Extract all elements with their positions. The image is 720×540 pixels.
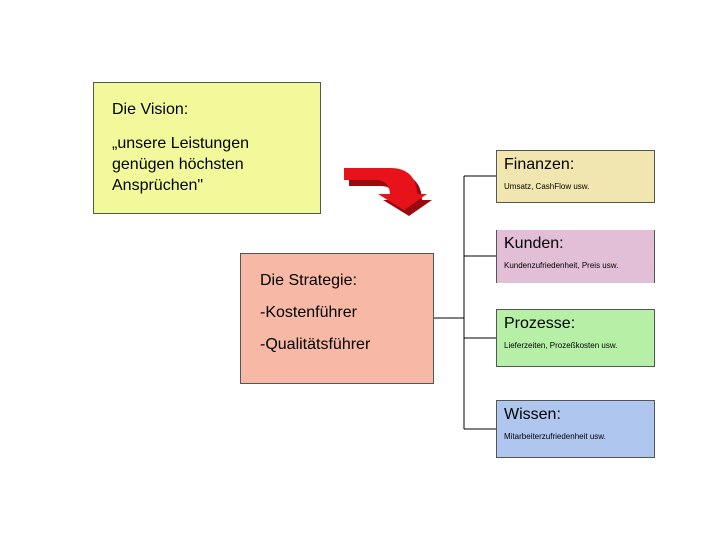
perspective-customers: Kunden: Kundenzufriedenheit, Preis usw.: [496, 230, 655, 283]
strategy-item-quality: -Qualitätsführer: [260, 336, 371, 353]
perspective-title: Prozesse:: [504, 315, 576, 332]
perspective-title: Wissen:: [504, 406, 561, 423]
vision-title: Die Vision:: [112, 101, 189, 118]
perspective-desc: Umsatz, CashFlow usw.: [504, 182, 590, 191]
perspective-title: Finanzen:: [504, 156, 575, 173]
vision-text-3: Ansprüchen": [112, 177, 204, 194]
perspective-desc: Lieferzeiten, Prozeßkosten usw.: [504, 341, 618, 350]
strategy-item-cost: -Kostenführer: [260, 304, 357, 321]
perspective-desc: Kundenzufriedenheit, Preis usw.: [504, 261, 619, 270]
perspective-desc: Mitarbeiterzufriedenheit usw.: [504, 432, 606, 441]
perspective-knowledge: Wissen: Mitarbeiterzufriedenheit usw.: [496, 400, 655, 458]
strategy-box: Die Strategie: -Kostenführer -Qualitätsf…: [240, 253, 434, 384]
perspective-finance: Finanzen: Umsatz, CashFlow usw.: [496, 150, 655, 203]
vision-text-1: „unsere Leistungen: [112, 135, 249, 152]
vision-text-2: genügen höchsten: [112, 156, 244, 173]
tree-connectors: [434, 175, 496, 430]
perspective-title: Kunden:: [504, 235, 564, 252]
curved-arrow-icon: [344, 168, 432, 216]
vision-box: Die Vision: „unsere Leistungen genügen h…: [93, 82, 321, 214]
strategy-title: Die Strategie:: [260, 272, 357, 289]
perspective-processes: Prozesse: Lieferzeiten, Prozeßkosten usw…: [496, 309, 655, 367]
